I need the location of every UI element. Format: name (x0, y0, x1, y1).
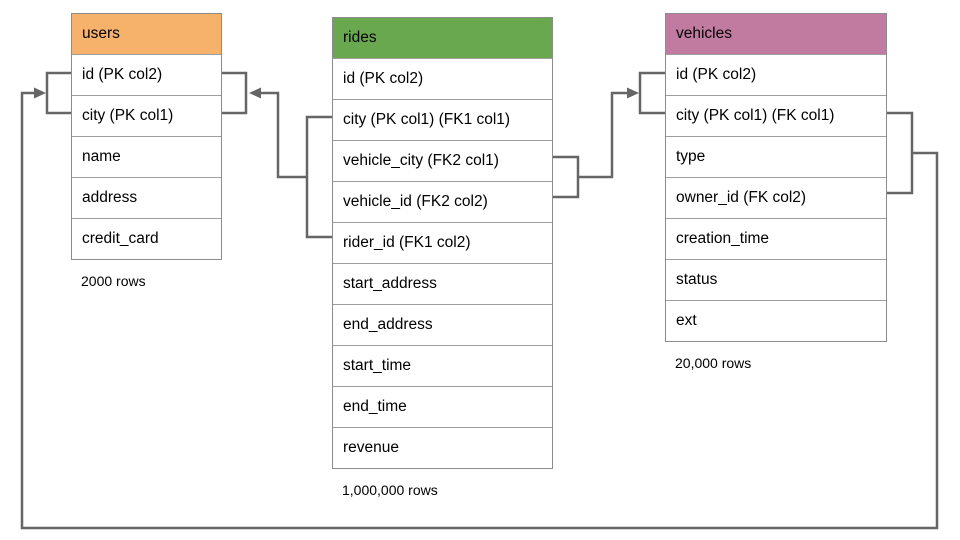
vehicles-fk-bracket (887, 111, 914, 195)
column-cell: owner_id (FK col2) (666, 177, 886, 218)
rides-to-vehicles-connector (578, 91, 627, 179)
table-vehicles-rowcount: 20,000 rows (675, 355, 752, 371)
table-rides: rides id (PK col2)city (PK col1) (FK1 co… (332, 17, 553, 498)
table-rides-columns: id (PK col2)city (PK col1) (FK1 col1)veh… (333, 58, 552, 468)
rides-to-users-connector (261, 91, 307, 179)
column-cell: type (666, 136, 886, 177)
table-users-header: users (72, 14, 221, 54)
vehicles-to-users-arrowhead-icon (34, 87, 46, 99)
rides-fk1-bracket (305, 115, 332, 239)
column-cell: id (PK col2) (666, 54, 886, 95)
column-cell: vehicle_city (FK2 col1) (333, 140, 552, 181)
column-cell: city (PK col1) (72, 95, 221, 136)
users-right-pk-bracket (222, 71, 248, 115)
table-rides-rowcount: 1,000,000 rows (342, 482, 438, 498)
column-cell: revenue (333, 427, 552, 468)
column-cell: vehicle_id (FK2 col2) (333, 181, 552, 222)
column-cell: city (PK col1) (FK col1) (666, 95, 886, 136)
column-cell: id (PK col2) (333, 58, 552, 99)
column-cell: address (72, 177, 221, 218)
column-cell: credit_card (72, 218, 221, 259)
column-cell: start_address (333, 263, 552, 304)
table-vehicles-box: vehicles id (PK col2)city (PK col1) (FK … (665, 13, 887, 342)
table-vehicles-header: vehicles (666, 14, 886, 54)
table-rides-box: rides id (PK col2)city (PK col1) (FK1 co… (332, 17, 553, 469)
table-users-rowcount: 2000 rows (81, 273, 146, 289)
column-cell: ext (666, 300, 886, 341)
column-cell: id (PK col2) (72, 54, 221, 95)
rides-to-users-arrowhead-icon (249, 87, 261, 99)
column-cell: city (PK col1) (FK1 col1) (333, 99, 552, 140)
vehicles-left-pk-bracket (638, 71, 665, 115)
column-cell: end_time (333, 386, 552, 427)
users-left-pk-bracket (45, 71, 71, 115)
rides-fk2-bracket (553, 155, 580, 199)
table-vehicles-columns: id (PK col2)city (PK col1) (FK col1)type… (666, 54, 886, 341)
column-cell: start_time (333, 345, 552, 386)
table-vehicles: vehicles id (PK col2)city (PK col1) (FK … (665, 13, 887, 371)
rides-to-vehicles-arrowhead-icon (627, 87, 639, 99)
column-cell: end_address (333, 304, 552, 345)
table-rides-header: rides (333, 18, 552, 58)
column-cell: name (72, 136, 221, 177)
column-cell: creation_time (666, 218, 886, 259)
column-cell: status (666, 259, 886, 300)
column-cell: rider_id (FK1 col2) (333, 222, 552, 263)
